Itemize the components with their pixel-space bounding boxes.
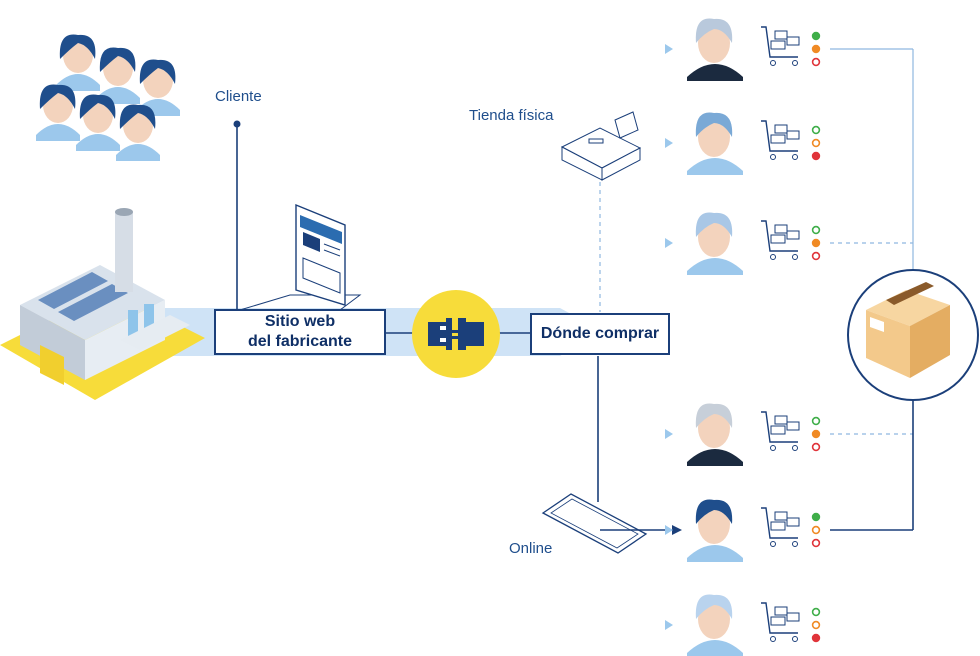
cart-icon [761,507,800,547]
status-indicator [811,620,821,630]
customer-avatar-icon [687,112,743,175]
online-arrowhead [672,525,682,535]
status-indicator [811,525,821,535]
customer-avatar-icon [687,212,743,275]
online-label: Online [509,540,553,557]
cart-icon [761,120,800,160]
customer-rows [665,18,821,656]
status-indicator [811,151,821,161]
customer-row [665,403,821,466]
customer-row [665,499,821,562]
cart-icon [761,26,800,66]
tablet-icon [541,493,648,554]
plug-icon [412,290,500,378]
row-arrow-icon [665,138,673,148]
sitio-web-box: Sitio web del fabricante [214,309,386,355]
group-person-icon [76,94,120,151]
sitio-web-line1: Sitio web [264,313,336,330]
customer-avatar-icon [687,18,743,81]
product-box-icon [847,269,979,401]
group-person-icon [116,104,160,161]
status-indicator [811,633,821,643]
factory-icon [0,208,205,400]
customer-row [665,594,821,656]
row-arrow-icon [665,429,673,439]
customer-group-icon [36,34,180,161]
status-indicator [811,538,821,548]
customer-row [665,212,821,275]
row-arrow-icon [665,238,673,248]
status-indicator [811,44,821,54]
status-indicator [811,225,821,235]
status-indicator [811,138,821,148]
cliente-dot [233,120,241,128]
customer-avatar-icon [687,403,743,466]
group-person-icon [56,34,100,91]
cart-icon [761,220,800,260]
customer-row [665,112,821,175]
status-indicator [811,31,821,41]
status-indicator [811,442,821,452]
group-person-icon [36,84,80,141]
status-indicator [811,429,821,439]
status-indicator [811,125,821,135]
customer-avatar-icon [687,594,743,656]
status-indicator [811,251,821,261]
cart-icon [761,602,800,642]
customer-avatar-icon [687,499,743,562]
store-register-icon [560,111,642,181]
status-indicator [811,416,821,426]
row-arrow-icon [665,525,673,535]
tienda-fisica-label: Tienda física [469,107,554,124]
status-indicator [811,512,821,522]
donde-comprar-label: Dónde comprar [540,325,660,342]
status-indicator [811,57,821,67]
cart-icon [761,411,800,451]
customer-row [665,18,821,81]
cliente-label: Cliente [215,88,262,105]
sitio-web-line2: del fabricante [247,333,353,350]
donde-comprar-box: Dónde comprar [530,313,670,355]
laptop-icon [239,203,362,311]
status-indicator [811,607,821,617]
status-indicator [811,238,821,248]
row-arrow-icon [665,44,673,54]
row-arrow-icon [665,620,673,630]
